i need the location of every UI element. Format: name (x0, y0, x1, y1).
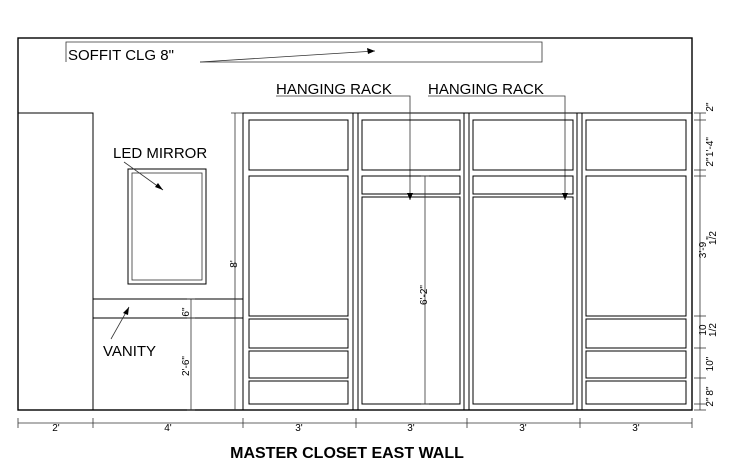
bottom-dim-label: 2' (52, 423, 60, 434)
right-dim-label: 10 (698, 324, 709, 336)
soffit-leader (199, 50, 376, 63)
right-dim-label: 2" (705, 102, 716, 112)
bottom-dim-label: 3' (407, 423, 415, 434)
soffit-label-box (65, 41, 543, 63)
rack-left-leader (276, 95, 411, 200)
led-mirror-inner (131, 172, 203, 281)
right-dim-label: 1'-4" (705, 137, 716, 157)
soffit-arrowhead (367, 48, 375, 54)
bottom-dim-label: 4' (164, 423, 172, 434)
drawer-1-2 (248, 350, 349, 379)
right-dim-label: 2" (705, 397, 716, 407)
top-cabinet-3 (472, 119, 574, 171)
door-module-4 (585, 175, 687, 317)
hanging-rack-right-label: HANGING RACK (428, 81, 544, 98)
drawer-1-1 (248, 318, 349, 349)
dim-vanity-top: 6" (181, 307, 192, 317)
shelf-module-3 (472, 175, 574, 195)
right-dim-label: 1/2 (708, 231, 719, 245)
vanity-arrowhead (123, 307, 129, 315)
rack-right-leader (428, 95, 566, 200)
mirror-label: LED MIRROR (113, 145, 207, 162)
soffit-label: SOFFIT CLG 8" (68, 47, 174, 64)
dim-vanity-height: 2'-6" (181, 356, 192, 376)
drawer-4-2 (585, 350, 687, 379)
bottom-dim-ticks (17, 418, 693, 428)
hanging-module-3 (472, 196, 574, 405)
right-dim-label: 8" (705, 386, 716, 396)
drawer-4-3 (585, 380, 687, 405)
drawer-1-3 (248, 380, 349, 405)
top-cabinet-1 (248, 119, 349, 171)
hanging-module-2 (361, 196, 461, 405)
top-cabinet-4 (585, 119, 687, 171)
vanity-label: VANITY (103, 343, 156, 360)
shelf-module-2 (361, 175, 461, 195)
dim-rod-drop: 6'-2" (419, 285, 430, 305)
right-dim-label: " (705, 236, 716, 240)
right-dim-label: 10" (705, 356, 716, 371)
left-panel (18, 112, 94, 410)
mirror-arrowhead (155, 183, 163, 190)
bottom-dim-label: 3' (295, 423, 303, 434)
dim-8ft: 8' (229, 260, 240, 268)
door-module-1 (248, 175, 349, 317)
right-dim-label: 3'-9 (698, 241, 709, 258)
right-dim-ticks (694, 112, 706, 411)
drawing-title: MASTER CLOSET EAST WALL (230, 445, 464, 462)
top-cabinet-2 (361, 119, 461, 171)
right-dim-label: 1/2 (708, 323, 719, 337)
hanging-rack-left-label: HANGING RACK (276, 81, 392, 98)
closet-outline (242, 112, 693, 411)
right-dim-label: 2" (705, 157, 716, 167)
drawer-4-1 (585, 318, 687, 349)
bottom-dim-label: 3' (632, 423, 640, 434)
bottom-dim-label: 3' (519, 423, 527, 434)
led-mirror-outer (127, 168, 207, 285)
